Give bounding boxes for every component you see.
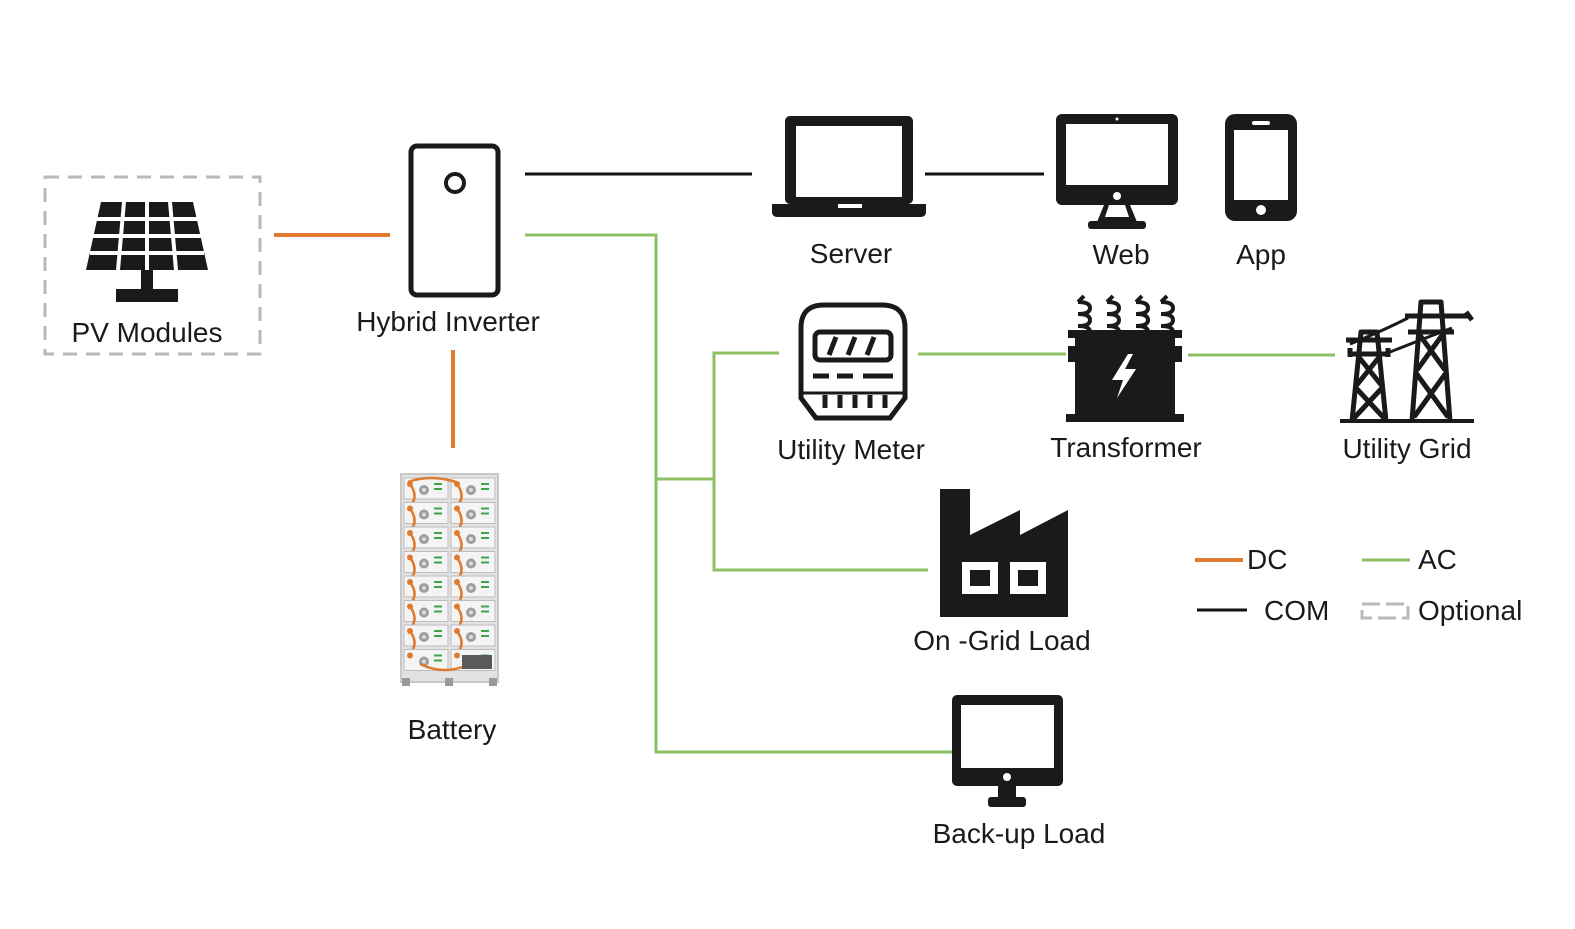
pv-modules-node: PV Modules bbox=[43, 175, 262, 356]
battery-module bbox=[403, 600, 449, 622]
battery-module bbox=[403, 624, 449, 647]
hybrid-inverter-label: Hybrid Inverter bbox=[356, 306, 540, 337]
ac-line-inverter-trunk bbox=[525, 233, 952, 754]
battery-module bbox=[403, 575, 449, 598]
utility-meter-node: Utility Meter bbox=[777, 302, 925, 465]
web-node: Web bbox=[1056, 114, 1178, 270]
ac-line-branch bbox=[712, 351, 928, 572]
legend-ac-label: AC bbox=[1418, 544, 1457, 575]
monitor-icon bbox=[1056, 114, 1178, 229]
transformer-node: Transformer bbox=[1050, 294, 1202, 463]
legend-optional-swatch bbox=[1360, 602, 1410, 620]
on-grid-load-node: On -Grid Load bbox=[913, 489, 1091, 656]
utility-grid-node: Utility Grid bbox=[1340, 299, 1474, 464]
web-label: Web bbox=[1092, 239, 1149, 270]
battery-rack-icon bbox=[400, 473, 499, 686]
app-label: App bbox=[1236, 239, 1286, 270]
transformer-icon bbox=[1066, 294, 1184, 422]
server-node: Server bbox=[772, 116, 926, 269]
battery-module bbox=[403, 502, 449, 524]
utility-grid-label: Utility Grid bbox=[1342, 433, 1471, 464]
battery-cable bbox=[407, 476, 457, 484]
on-grid-load-label: On -Grid Load bbox=[913, 625, 1090, 656]
smartphone-icon bbox=[1225, 114, 1297, 221]
battery-module bbox=[403, 526, 449, 549]
laptop-icon bbox=[772, 116, 926, 217]
transformer-label: Transformer bbox=[1050, 432, 1201, 463]
battery-module bbox=[403, 551, 449, 573]
electric-meter-icon bbox=[798, 302, 908, 421]
legend: DC AC COM Optional bbox=[1195, 544, 1522, 626]
backup-load-label: Back-up Load bbox=[933, 818, 1106, 849]
battery-node: Battery bbox=[400, 473, 499, 745]
legend-com-label: COM bbox=[1264, 595, 1329, 626]
battery-module bbox=[450, 600, 496, 622]
lightning-icon bbox=[1112, 354, 1136, 398]
hybrid-inverter-node: Hybrid Inverter bbox=[356, 143, 540, 337]
battery-control-box bbox=[462, 655, 492, 669]
optional-box bbox=[43, 175, 262, 356]
utility-meter-label: Utility Meter bbox=[777, 434, 925, 465]
inverter-icon bbox=[408, 143, 501, 298]
battery-module bbox=[450, 551, 496, 573]
server-label: Server bbox=[810, 238, 892, 269]
battery-module bbox=[450, 502, 496, 524]
solar-panel-icon bbox=[86, 201, 208, 302]
battery-label: Battery bbox=[408, 714, 497, 745]
legend-dc-label: DC bbox=[1247, 544, 1287, 575]
battery-module bbox=[450, 477, 496, 500]
battery-module bbox=[450, 526, 496, 549]
display-icon bbox=[952, 695, 1063, 807]
battery-module bbox=[450, 575, 496, 598]
pv-modules-label: PV Modules bbox=[72, 317, 223, 348]
battery-module bbox=[403, 649, 449, 671]
transmission-tower-icon bbox=[1340, 299, 1474, 423]
legend-optional-label: Optional bbox=[1418, 595, 1522, 626]
connections bbox=[274, 172, 1335, 754]
factory-icon bbox=[940, 489, 1068, 617]
app-node: App bbox=[1225, 114, 1297, 270]
battery-module bbox=[450, 624, 496, 647]
backup-load-node: Back-up Load bbox=[933, 695, 1106, 849]
